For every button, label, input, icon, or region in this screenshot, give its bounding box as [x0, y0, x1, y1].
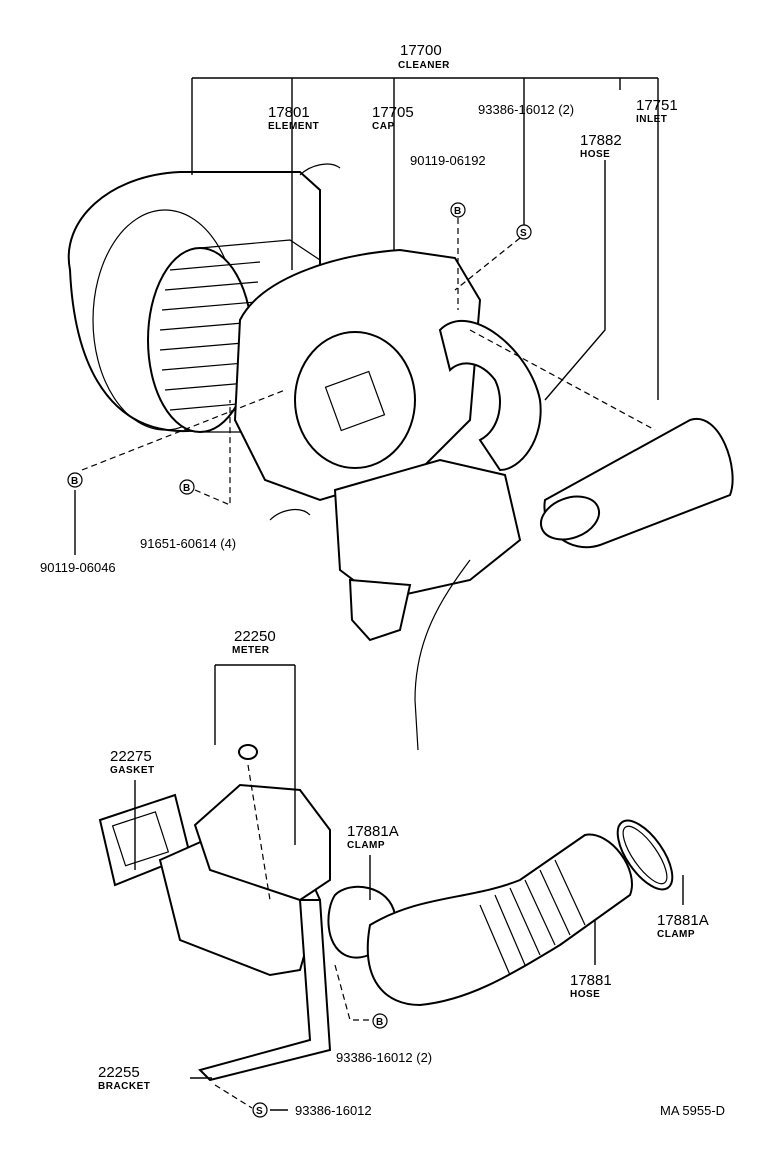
bolt-b-bottom-number: 93386-16012 (2)	[336, 1050, 432, 1065]
inlet-name: INLET	[636, 114, 667, 125]
svg-text:B: B	[376, 1017, 383, 1028]
cap-window	[324, 370, 386, 432]
svg-text:S: S	[256, 1106, 263, 1117]
cleaner-number: 17700	[400, 42, 442, 59]
b-symbol-left: B	[67, 472, 83, 488]
air-cleaner-assembly	[67, 163, 734, 751]
bracket-shape	[198, 899, 332, 1082]
bottom-leader-lines	[134, 664, 684, 1111]
clamp-b-number: 17881A	[657, 912, 709, 929]
element-name: ELEMENT	[268, 121, 319, 132]
hose-top-number: 17882	[580, 132, 622, 149]
meter-top	[193, 783, 331, 902]
clip-upper	[299, 163, 341, 176]
svg-text:B: B	[454, 206, 461, 217]
element-number: 17801	[268, 104, 310, 121]
cap-number: 17705	[372, 104, 414, 121]
meter-plug	[238, 744, 258, 760]
cap-name: CAP	[372, 121, 395, 132]
gasket-name: GASKET	[110, 765, 155, 776]
bolt-s-top-number: 93386-16012 (2)	[478, 102, 574, 117]
mount-plate	[348, 578, 412, 642]
lower-box	[333, 458, 522, 602]
filter-element	[147, 239, 321, 433]
cleaner-name: CLEANER	[398, 60, 450, 71]
svg-text:B: B	[183, 483, 190, 494]
clamp-a-number: 17881A	[347, 823, 399, 840]
b-symbol-bottom: B	[372, 1013, 388, 1029]
hose-top-shape	[438, 319, 542, 472]
b-symbol-clip: B	[179, 479, 195, 495]
hose-bottom-name: HOSE	[570, 989, 600, 1000]
svg-text:B: B	[71, 476, 78, 487]
bolt-b-top-number: 90119-06192	[410, 153, 486, 168]
clamp-b-shape	[616, 819, 674, 891]
clip-lower	[269, 508, 311, 521]
cap-plate	[294, 331, 416, 469]
bracket-number: 22255	[98, 1064, 140, 1081]
meter-name: METER	[232, 645, 270, 656]
b-symbol-top: B	[450, 202, 466, 218]
s-symbol-bottom: S	[252, 1102, 268, 1118]
gasket-number: 22275	[110, 748, 152, 765]
inlet-number: 17751	[636, 97, 678, 114]
clamp-a-name: CLAMP	[347, 840, 385, 851]
meter-assembly	[98, 744, 674, 1082]
sensor-cable	[414, 559, 471, 751]
bracket-name: BRACKET	[98, 1081, 150, 1092]
svg-text:S: S	[520, 228, 527, 239]
meter-number: 22250	[234, 628, 276, 645]
s-symbol-top: S	[516, 224, 532, 240]
bolt-s-bottom-number: 93386-16012	[295, 1103, 372, 1118]
diagram-code: MA 5955-D	[660, 1103, 725, 1118]
hose-top-name: HOSE	[580, 149, 610, 160]
inlet-mouth	[539, 495, 601, 541]
clamp-b-name: CLAMP	[657, 929, 695, 940]
bolt-b-left-number: 90119-06046	[40, 560, 116, 575]
hose-bottom-number: 17881	[570, 972, 612, 989]
clip-number: 91651-60614 (4)	[140, 536, 236, 551]
top-leader-lines	[74, 77, 659, 555]
